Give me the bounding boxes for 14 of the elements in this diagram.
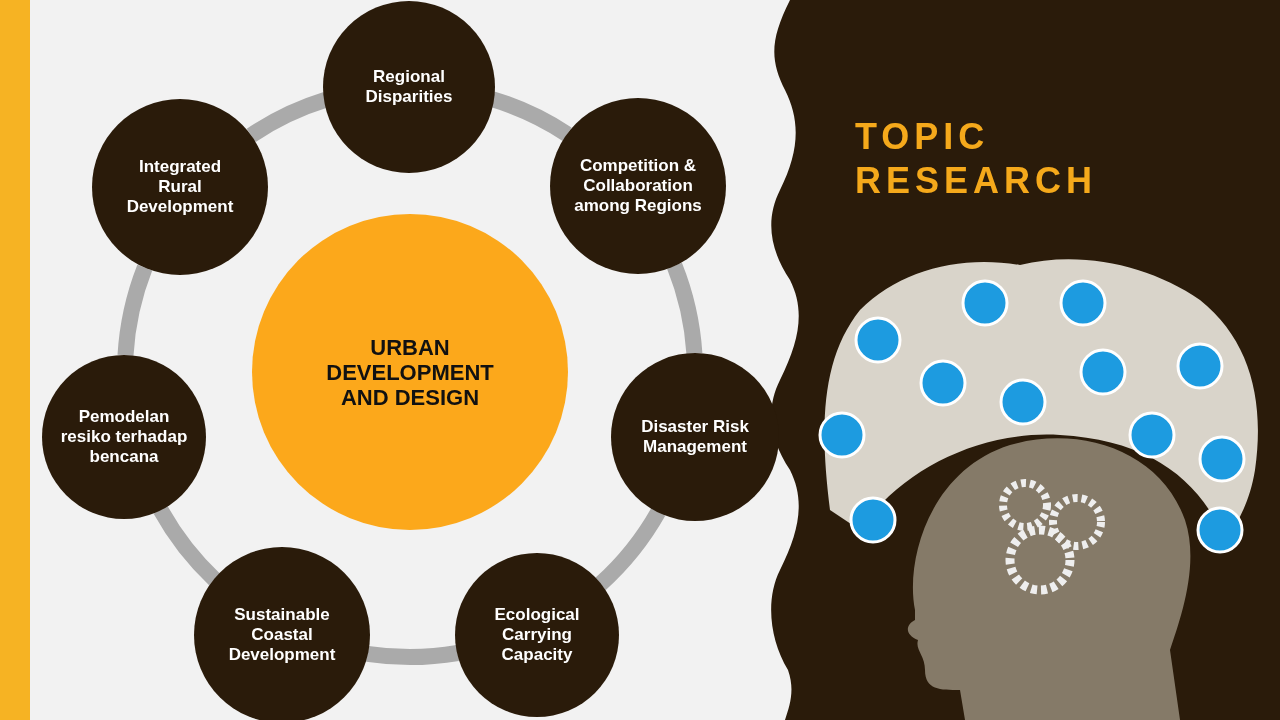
topic-label: Regional Disparities (364, 67, 454, 107)
topic-label: Disaster Risk Management (640, 417, 750, 457)
ring-connector (366, 645, 459, 665)
title: TOPIC RESEARCH (855, 115, 1099, 203)
topic-label: Sustainable Coastal Development (227, 605, 337, 665)
topic-label: Integrated Rural Development (125, 157, 235, 217)
ring-connector (594, 507, 666, 590)
ring-connector (153, 505, 221, 586)
topic-label: URBAN DEVELOPMENT AND DESIGN (325, 334, 495, 410)
ring-connector (666, 263, 703, 355)
ring-connector (117, 265, 153, 357)
topic-label: Competition & Collaboration among Regions (573, 156, 703, 216)
topic-label: Pemodelan resiko terhadap bencana (59, 407, 189, 467)
topic-label: Ecological Carrying Capacity (493, 605, 581, 665)
